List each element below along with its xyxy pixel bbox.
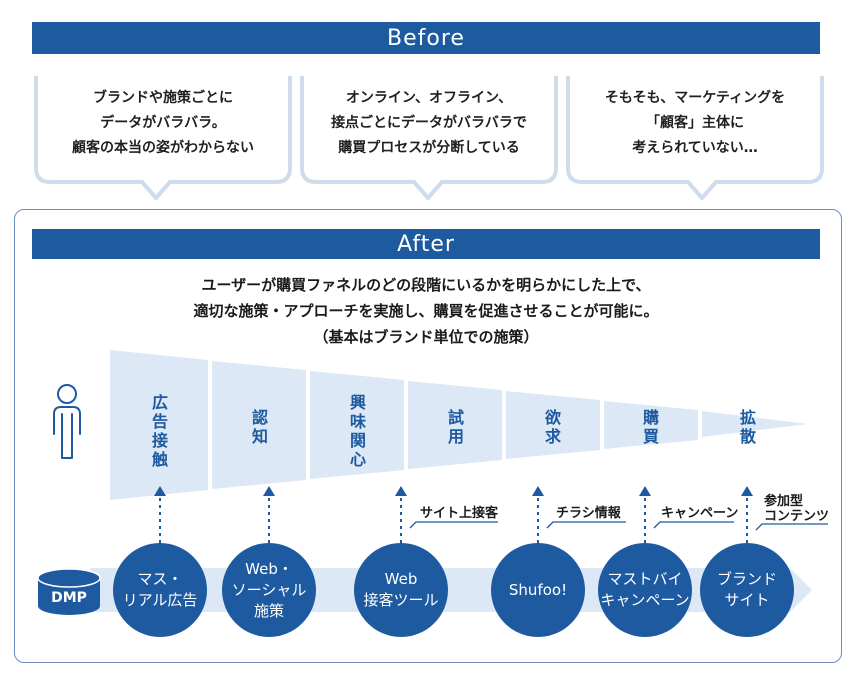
label-leaders [409,521,828,531]
channel-circle-shufoo: Shufoo! [491,543,585,637]
funnel-segment-6 [604,401,698,449]
person-icon [53,384,81,459]
bubble-line: そもそも、マーケティングを [604,90,786,106]
channel-line: サイト [724,591,770,609]
channel-line: 接客ツール [363,591,439,609]
headline-line-2: 適切な施策・アプローチを実施し、購買を促進させることが可能に。 [193,302,659,320]
channel-line: 施策 [253,601,284,620]
touchpoint-label-3: キャンペーン [661,506,739,521]
channel-circle-brand-site: ブランド サイト [700,543,794,637]
bubble-line: 顧客の本当の姿がわからない [72,140,254,156]
touchpoint-label-2: チラシ情報 [556,506,621,521]
bubble-line: 考えられていない… [632,140,758,156]
before-bubble-3: そもそも、マーケティングを 「顧客」主体に 考えられていない… [568,86,822,161]
touchpoint-label-1: サイト上接客 [420,506,499,521]
funnel-segment-7 [702,411,808,437]
channel-line: ブランド [716,570,777,588]
funnel-segment-5 [506,391,600,459]
funnel-segment-4 [408,381,502,469]
dmp-label: DMP [51,590,87,606]
funnel-segment-1 [110,350,208,500]
channel-line: Web・ [245,559,293,578]
stage-label-6: 購買 [642,408,659,446]
arrow-up-icon [154,486,753,496]
channel-circle-mass-real-ads: マス・ リアル広告 [113,543,207,637]
bubble-line: 購買プロセスが分断している [338,140,520,156]
funnel [110,350,808,500]
bubble-shape-2 [300,76,558,200]
bubble-shape-1 [34,76,292,200]
channel-line: Web [384,570,418,588]
funnel-segment-3 [310,371,404,479]
channel-line: マストバイ [607,570,683,588]
touchpoint-label-4: 参加型 コンテンツ [764,494,829,524]
channel-line: キャンペーン [600,591,690,609]
headline-line-1: ユーザーが購買ファネルのどの段階にいるかを明らかにした上で、 [201,276,651,294]
connectors [159,498,748,548]
bubble-shape-3 [566,76,824,200]
stage-label-7: 拡散 [739,408,756,446]
stage-label-3: 興味関心 [349,393,366,469]
channel-line: Shufoo! [508,580,568,599]
bubble-line: オンライン、オフライン、 [345,90,513,106]
channel-circle-web-engagement-tool: Web 接客ツール [354,543,448,637]
bubble-line: ブランドや施策ごとに [93,90,233,106]
before-title: Before [387,25,465,51]
before-bubble-1: ブランドや施策ごとに データがバラバラ。 顧客の本当の姿がわからない [36,86,290,161]
stage-label-4: 試用 [447,408,464,446]
channel-line: マス・ [137,570,183,588]
stage-label-2: 認知 [251,408,268,446]
before-bubbles [34,76,824,200]
touchpoint-label-4-line: 参加型 [764,494,804,509]
channel-circle-must-buy-campaign: マストバイ キャンペーン [598,543,692,637]
channel-line: ソーシャル [231,580,307,599]
after-banner: After [32,229,820,259]
stage-label-5: 欲求 [544,408,561,446]
database-icon [37,568,101,615]
channel-line: リアル広告 [122,591,198,609]
bubble-line: データがバラバラ。 [100,115,226,131]
before-banner: Before [32,22,820,54]
after-headline: ユーザーが購買ファネルのどの段階にいるかを明らかにした上で、 適切な施策・アプロ… [32,272,820,350]
channel-circle-web-social: Web・ ソーシャル 施策 [222,543,316,637]
bubble-line: 「顧客」主体に [646,115,744,131]
headline-line-3: （基本はブランド単位での施策） [313,328,539,346]
before-bubble-2: オンライン、オフライン、 接点ごとにデータがバラバラで 購買プロセスが分断してい… [302,86,556,161]
after-title: After [397,231,455,257]
funnel-segment-2 [212,361,306,489]
bubble-line: 接点ごとにデータがバラバラで [331,115,527,131]
touchpoint-label-4-line: コンテンツ [764,509,830,524]
stage-label-1: 広告接触 [151,393,168,469]
